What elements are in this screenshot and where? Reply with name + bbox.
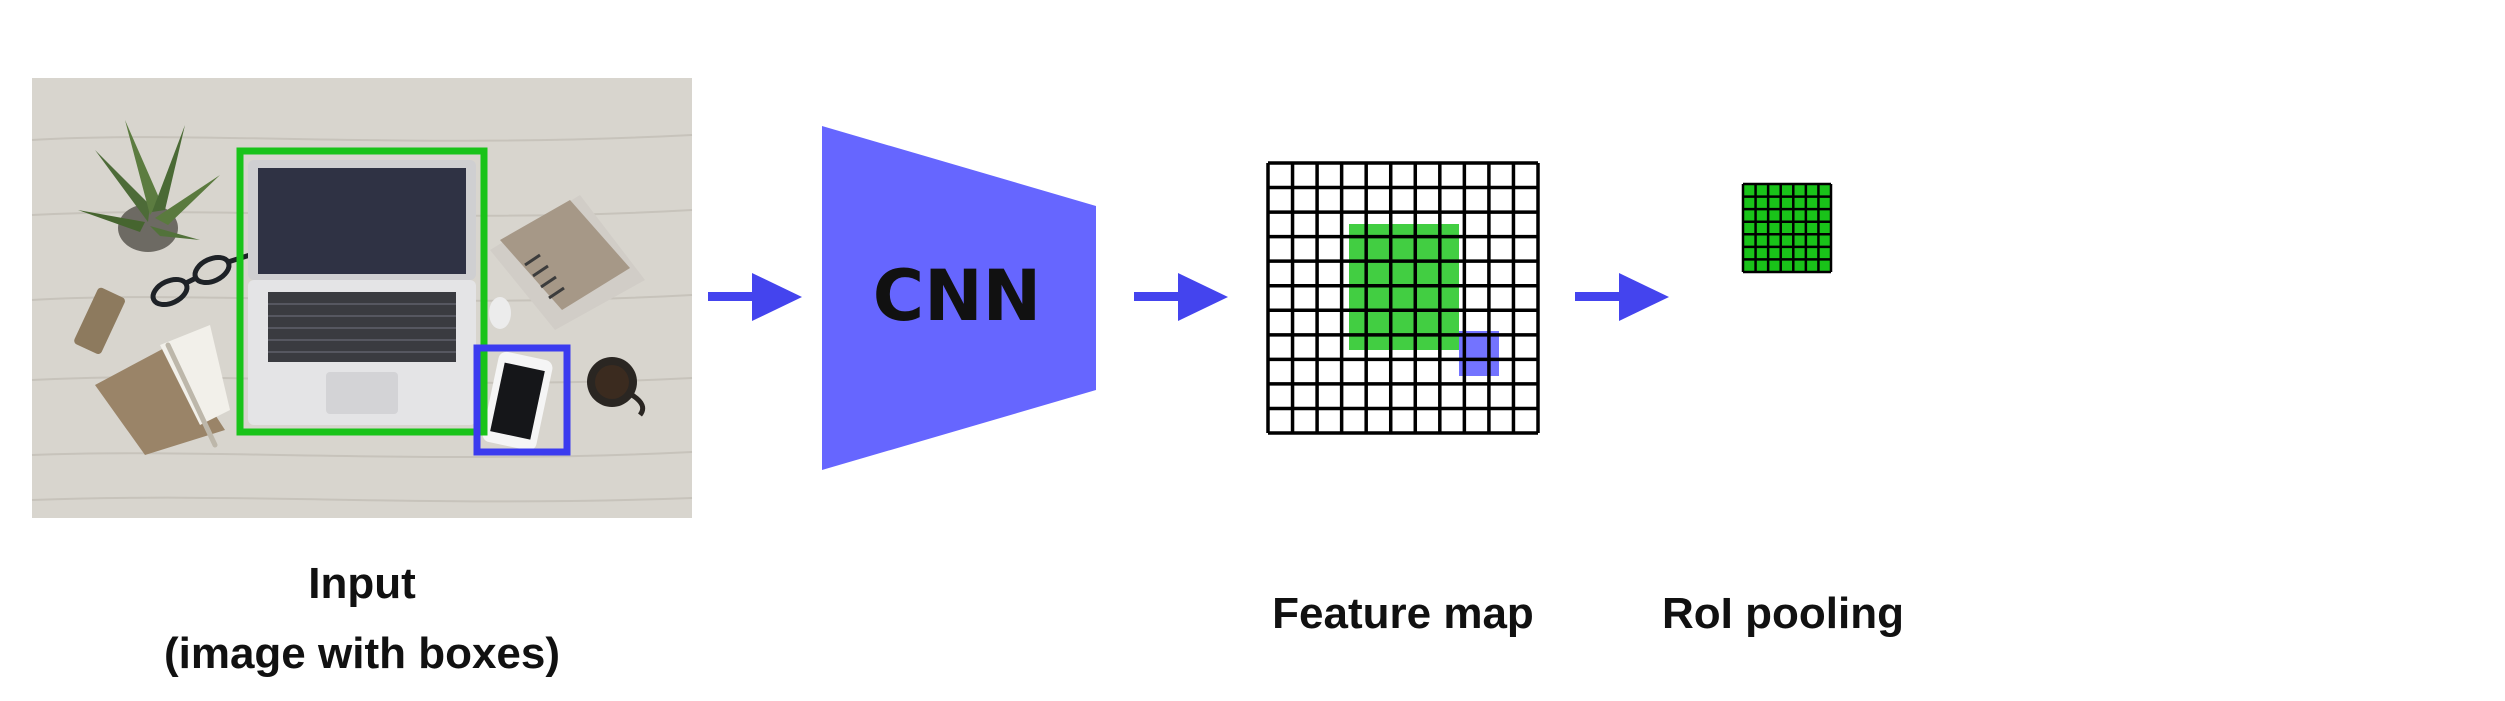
feature-map-label: Feature map xyxy=(1272,589,1534,638)
roi-pooling-grid xyxy=(1741,182,1833,274)
feature-map xyxy=(1266,161,1540,435)
mouse-icon xyxy=(489,297,511,329)
cnn-label: CNN xyxy=(873,255,1042,337)
arrow-feature-map-to-roi xyxy=(1575,273,1669,321)
input-label-line1: Input xyxy=(308,559,416,608)
cnn-block: CNN xyxy=(822,126,1096,470)
phone-icon xyxy=(482,351,553,451)
roi-pooling-fill xyxy=(1743,184,1831,272)
phone-bounding-box xyxy=(473,344,571,456)
feature-map-grid xyxy=(1266,161,1540,435)
pen-icon xyxy=(165,342,218,448)
laptop-bounding-box xyxy=(236,147,488,436)
notebook-icon xyxy=(490,195,645,330)
input-image xyxy=(31,78,693,518)
input-label-line2: (image with boxes) xyxy=(164,629,560,678)
arrow-cnn-to-feature-map xyxy=(1134,273,1228,321)
cnn-trapezoid xyxy=(822,126,1096,470)
glasses-icon xyxy=(150,252,251,308)
arrow-input-to-cnn xyxy=(708,273,802,321)
roi-pooling-output xyxy=(1741,182,1833,274)
open-notebook-icon xyxy=(95,325,230,455)
laptop-icon xyxy=(248,160,476,425)
plant-icon xyxy=(78,120,220,252)
roi-pooling-label: RoI pooling xyxy=(1662,589,1904,638)
coffee-cup-icon xyxy=(587,357,646,417)
wood-block-icon xyxy=(74,287,125,355)
